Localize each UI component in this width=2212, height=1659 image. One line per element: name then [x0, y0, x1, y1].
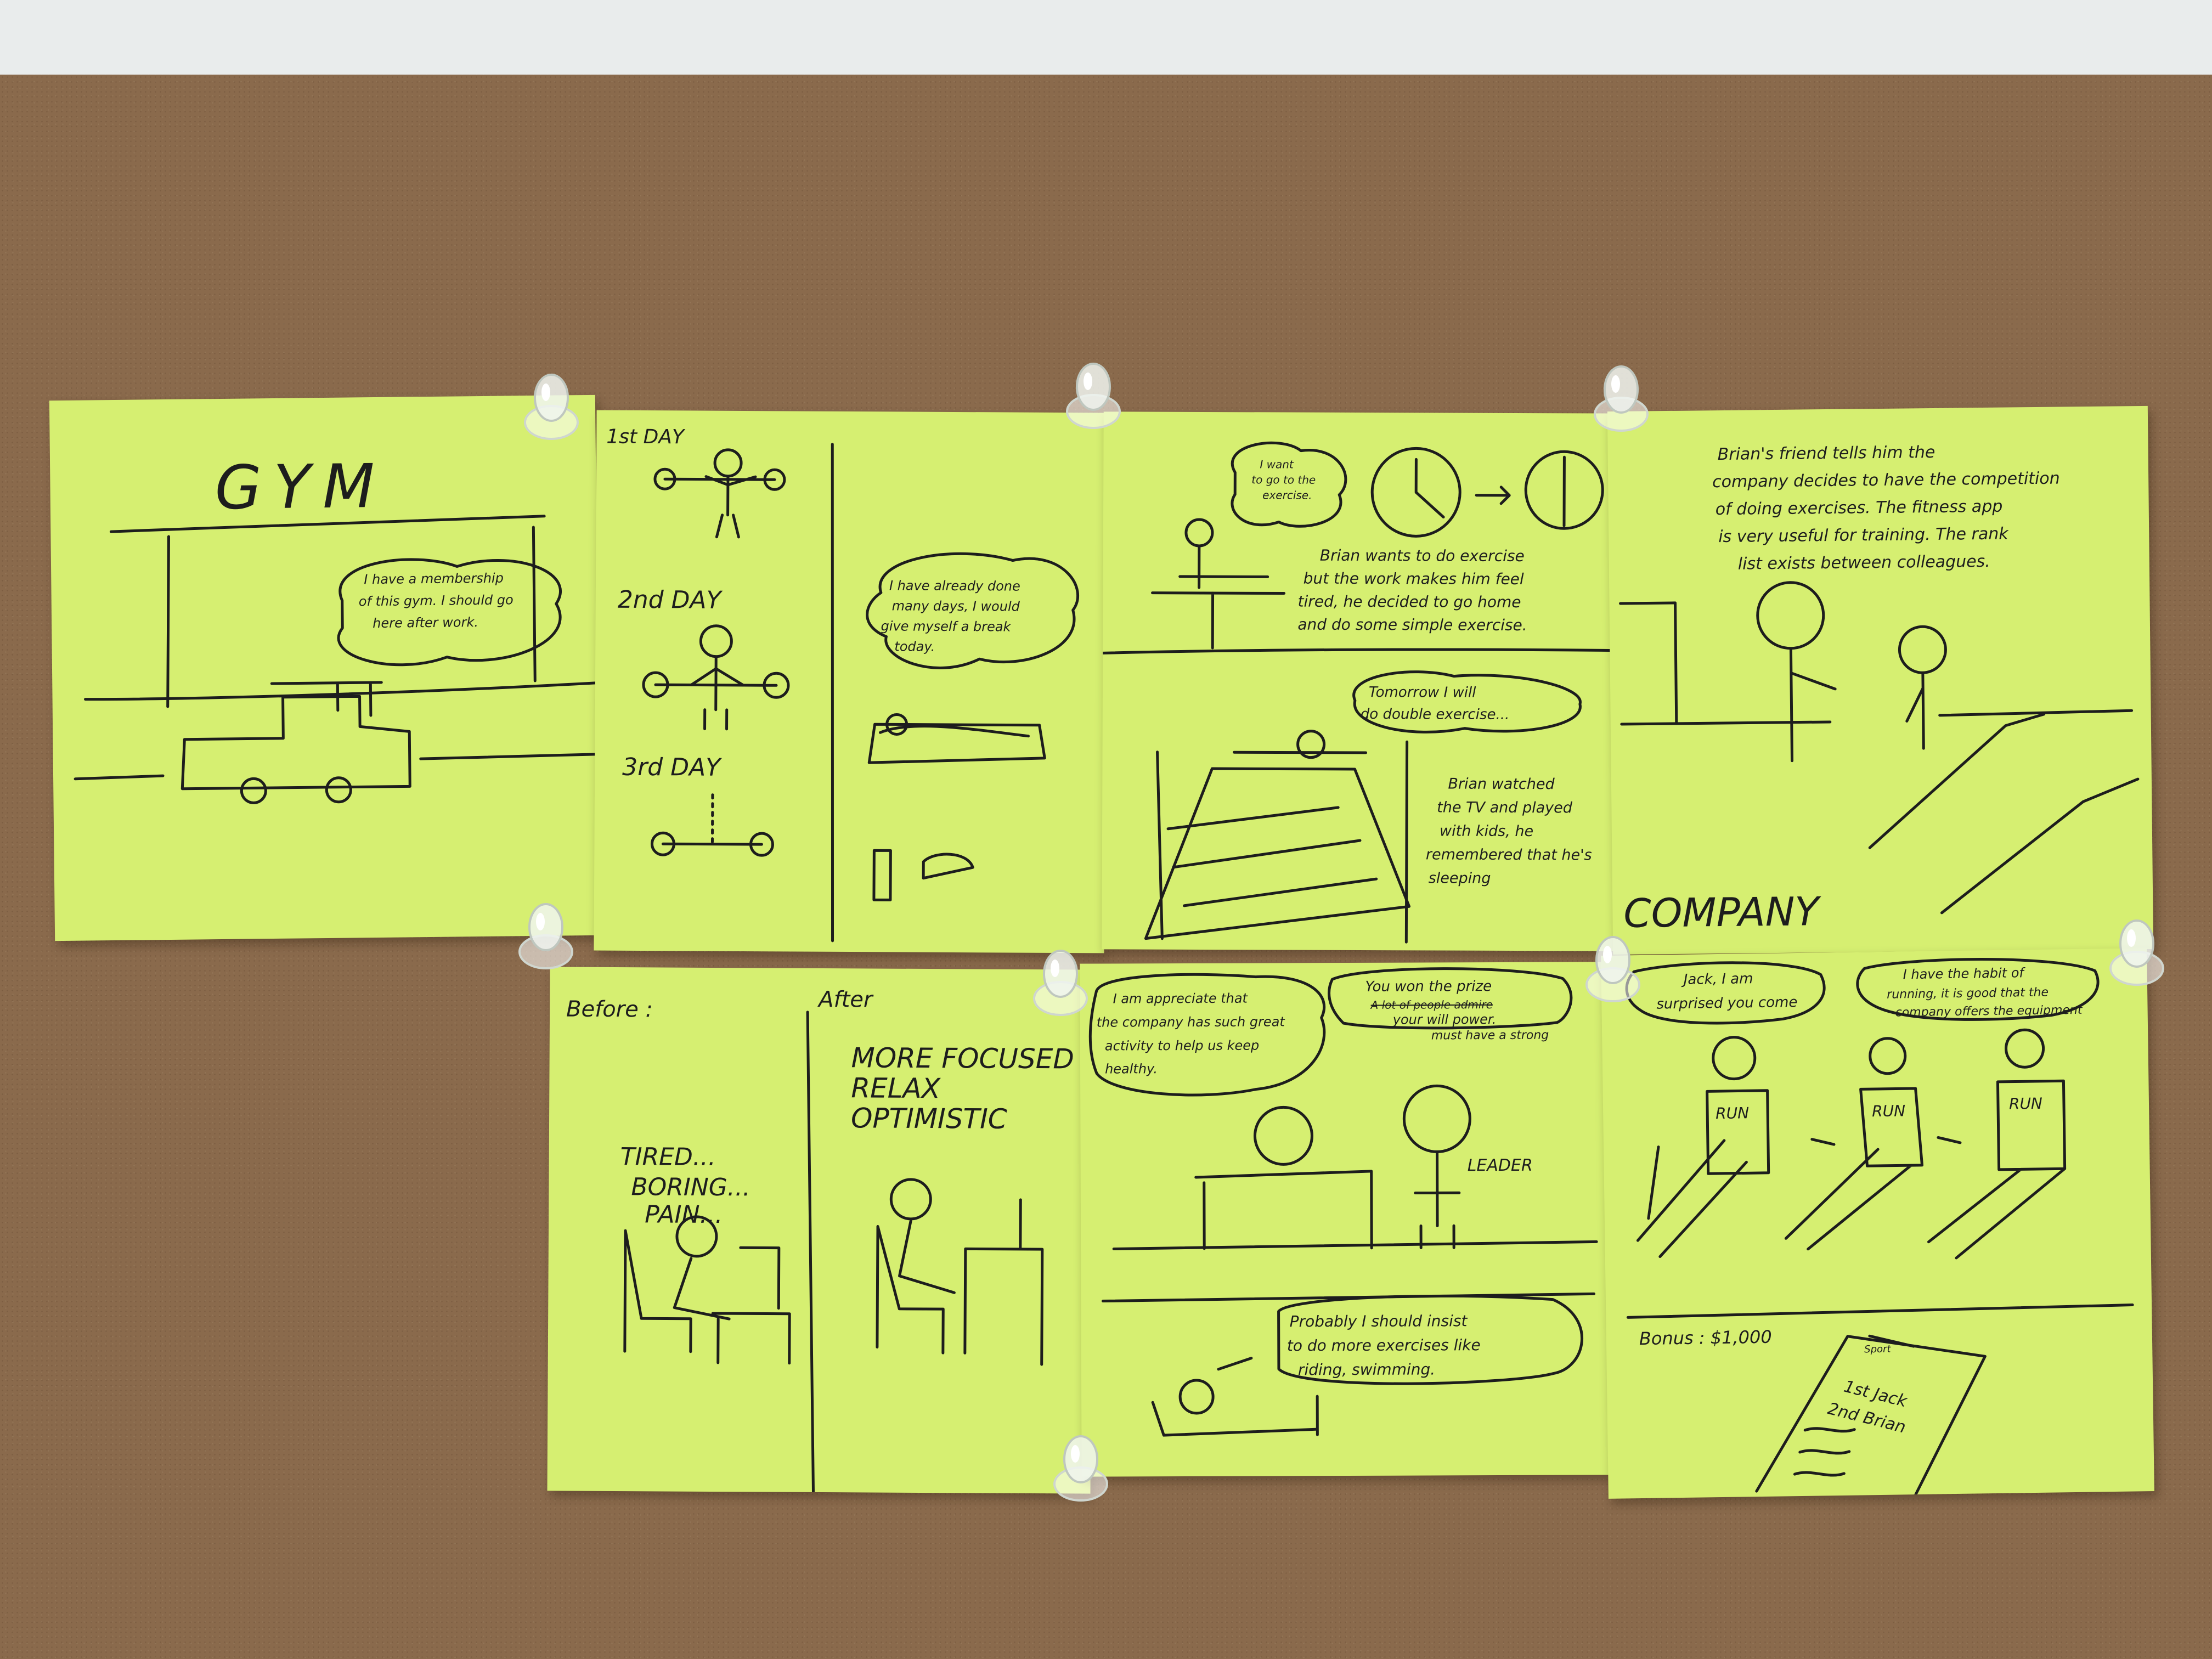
- day-1-label: 1st DAY: [606, 426, 686, 449]
- treadmill-3: RUN: [1927, 1028, 2067, 1260]
- work-caption-line-2: but the work makes him feel: [1304, 569, 1524, 588]
- leader-bubble-right-line-3: your will power.: [1392, 1012, 1497, 1028]
- run-bubble-right-line-2: running, it is good that the: [1887, 986, 2049, 1002]
- treadmill-1: RUN: [1636, 1036, 1770, 1259]
- gym-bubble-line-2: of this gym. I should go: [359, 592, 514, 609]
- after-label: After: [817, 987, 874, 1013]
- before-item-2: BORING...: [631, 1173, 751, 1201]
- tv-caption-line-5: sleeping: [1429, 870, 1491, 887]
- leader-bottom-line-1: Probably I should insist: [1290, 1312, 1468, 1330]
- sticky-note-before-after: Before : After TIRED... BORING... PAIN..…: [547, 967, 1093, 1494]
- company-caption-line-2: company decides to have the competition: [1712, 469, 2060, 492]
- barbell-day-3: [650, 793, 774, 857]
- run-bubble-left-line-2: surprised you come: [1656, 994, 1797, 1013]
- barbell-day-1: [653, 448, 786, 539]
- push-pin: [1066, 363, 1121, 429]
- leader-bubble-right-line-1: You won the prize: [1365, 978, 1492, 995]
- before-label: Before :: [566, 997, 653, 1023]
- before-desk-drawing: [623, 1215, 791, 1365]
- after-item-1: MORE FOCUSED: [851, 1042, 1074, 1075]
- sticky-note-work: I want to go to the exercise. Brian want…: [1102, 411, 1622, 951]
- gym-bubble-line-3: here after work.: [373, 614, 478, 631]
- before-item-1: TIRED...: [620, 1143, 716, 1171]
- day-2-label: 2nd DAY: [618, 586, 723, 614]
- leader-bubble-left-line-2: the company has such great: [1097, 1014, 1286, 1030]
- company-label: COMPANY: [1623, 888, 1822, 936]
- work-caption-line-1: Brian wants to do exercise: [1320, 546, 1525, 565]
- days-bubble-line-4: today.: [894, 639, 935, 654]
- barbell-day-2: [642, 624, 790, 731]
- leader-label: LEADER: [1468, 1156, 1533, 1175]
- phone-outline: [1755, 1334, 1987, 1496]
- after-desk-drawing: [876, 1178, 1044, 1366]
- work-caption-line-3: tired, he decided to go home: [1297, 592, 1521, 611]
- leader-bubble-left-line-4: healthy.: [1105, 1061, 1158, 1076]
- before-item-3: PAIN...: [645, 1200, 723, 1229]
- tv-caption-line-2: the TV and played: [1437, 799, 1573, 816]
- sticky-note-company: Brian's friend tells him the company dec…: [1607, 405, 2154, 955]
- run-label-1: RUN: [1716, 1104, 1749, 1122]
- work-bubble-line-1: Tomorrow I will: [1369, 684, 1476, 701]
- run-bubble-right-line-1: I have the habit of: [1903, 965, 2025, 982]
- gym-title: GYM: [215, 451, 387, 523]
- leader-bubble-left-line-1: I am appreciate that: [1113, 991, 1249, 1007]
- tv-caption-line-4: remembered that he's: [1426, 846, 1592, 864]
- tv-caption-line-1: Brian watched: [1448, 776, 1555, 793]
- run-label-2: RUN: [1872, 1102, 1905, 1120]
- sticky-note-gym: GYM I have a membership of this gym. I s…: [49, 394, 601, 941]
- days-bubble-line-1: I have already done: [889, 578, 1020, 594]
- days-bubble-line-2: many days, I would: [892, 598, 1020, 614]
- push-pin: [1033, 950, 1088, 1016]
- leader-bubble-left-line-3: activity to help us keep: [1105, 1038, 1259, 1054]
- work-bubble-line-2: do double exercise...: [1361, 706, 1510, 723]
- company-caption-line-4: is very useful for training. The rank: [1718, 524, 2009, 547]
- bonus-label: Bonus : $1,000: [1639, 1327, 1772, 1349]
- company-caption-line-3: of doing exercises. The fitness app: [1716, 497, 2003, 519]
- after-item-3: OPTIMISTIC: [851, 1102, 1007, 1135]
- tv-caption-line-3: with kids, he: [1440, 822, 1533, 840]
- sticky-note-leader: I am appreciate that the company has suc…: [1080, 962, 1611, 1477]
- work-thought-line-1: I want: [1260, 458, 1294, 471]
- day-3-label: 3rd DAY: [622, 753, 722, 782]
- push-pin: [1594, 365, 1649, 432]
- push-pin: [2109, 919, 2164, 986]
- company-caption-line-1: Brian's friend tells him the: [1717, 443, 1935, 464]
- work-thought-line-2: to go to the: [1251, 473, 1316, 486]
- days-bubble-line-3: give myself a break: [881, 618, 1011, 634]
- company-caption-line-5: list exists between colleagues.: [1738, 552, 1990, 574]
- leader-bottom-line-3: riding, swimming.: [1298, 1360, 1435, 1379]
- sticky-note-days: 1st DAY 2nd DAY 3rd DAY I have already d…: [594, 410, 1107, 953]
- run-bubble-right-line-3: company offers the equipment: [1895, 1003, 2083, 1020]
- push-pin: [1585, 936, 1640, 1002]
- push-pin: [524, 374, 579, 440]
- push-pin: [1053, 1435, 1108, 1502]
- work-thought-line-3: exercise.: [1262, 488, 1312, 501]
- after-item-2: RELAX: [851, 1072, 941, 1104]
- treadmill-2: RUN: [1784, 1037, 1924, 1251]
- work-caption-line-4: and do some simple exercise.: [1297, 616, 1527, 634]
- run-label-3: RUN: [2009, 1094, 2042, 1113]
- push-pin: [518, 903, 573, 969]
- run-bubble-left-line-1: Jack, I am: [1681, 970, 1753, 988]
- phone-header: Sport: [1864, 1344, 1892, 1356]
- leader-bubble-right-line-2: A lot of people admire: [1370, 998, 1493, 1012]
- leader-bottom-line-2: to do more exercises like: [1287, 1336, 1481, 1355]
- leader-bubble-right-line-4: must have a strong: [1431, 1029, 1549, 1043]
- sticky-note-run: Jack, I am surprised you come I have the…: [1601, 948, 2154, 1499]
- gym-bubble-line-1: I have a membership: [364, 571, 504, 588]
